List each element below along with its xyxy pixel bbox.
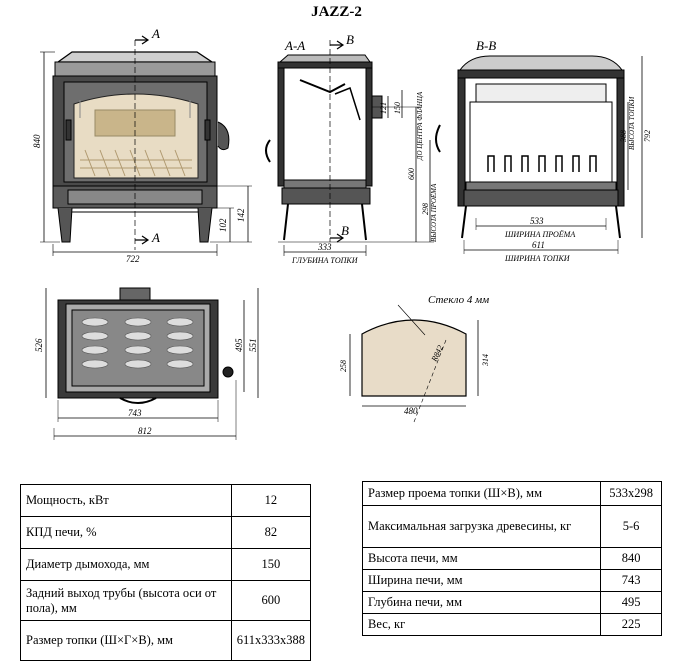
dim-388-note: ВЫСОТА ТОПКИ (628, 96, 636, 150)
section-aa-label: А-А (284, 38, 305, 53)
dim-743: 743 (128, 408, 142, 418)
dim-812: 812 (138, 426, 152, 436)
table-row: Вес, кг 225 (361, 613, 662, 636)
dim-150: 150 (393, 102, 402, 114)
section-mark-a-top: А (151, 26, 160, 41)
spec-name: Ширина печи, мм (361, 569, 602, 592)
dim-495: 495 (234, 338, 244, 352)
spec-value: 82 (230, 516, 312, 549)
table-row: Высота печи, мм 840 (361, 547, 662, 570)
dim-840: 840 (32, 134, 42, 148)
section-mark-a-bottom: А (151, 230, 160, 245)
spec-name: Размер проема топки (Ш×В), мм (361, 481, 602, 506)
spec-value: 5-6 (600, 505, 662, 548)
table-row: Размер проема топки (Ш×В), мм 533x298 (361, 481, 662, 506)
section-aa-view (265, 40, 434, 256)
dim-611: 611 (532, 240, 545, 250)
table-row: Диаметр дымохода, мм 150 (20, 548, 312, 581)
spec-name: Диаметр дымохода, мм (20, 548, 232, 581)
table-row: Максимальная загрузка древесины, кг 5-6 (361, 505, 662, 548)
spec-value: 225 (600, 613, 662, 636)
dim-388: 388 (619, 130, 628, 143)
dim-526: 526 (34, 338, 44, 352)
dim-600: 600 (407, 168, 416, 180)
table-row: Мощность, кВт 12 (20, 484, 312, 517)
table-row: КПД печи, % 82 (20, 516, 312, 549)
dim-551: 551 (248, 339, 258, 353)
dim-298: 298 (421, 203, 430, 215)
section-bb-view (435, 55, 643, 254)
dim-600-note: ДО ЦЕНТРА ФЛАНЦА (416, 91, 424, 161)
dim-298-note: ВЫСОТА ПРОЁМА (430, 183, 438, 242)
spec-value: 840 (600, 547, 662, 570)
dim-142: 142 (236, 208, 246, 222)
dim-792: 792 (643, 130, 652, 142)
spec-value: 600 (230, 580, 312, 621)
dim-258: 258 (339, 360, 348, 372)
dim-333-note: ГЛУБИНА ТОПКИ (291, 256, 359, 265)
table-row: Глубина печи, мм 495 (361, 591, 662, 614)
spec-value: 495 (600, 591, 662, 614)
glass-view (349, 304, 479, 423)
glass-label: Стекло 4 мм (428, 294, 489, 306)
spec-name: Глубина печи, мм (361, 591, 602, 614)
dim-611-note: ШИРИНА ТОПКИ (504, 254, 571, 263)
section-mark-b-top: В (346, 32, 354, 47)
spec-name: Задний выход трубы (высота оси от пола),… (20, 580, 232, 621)
dim-333: 333 (317, 242, 332, 252)
section-mark-b-bottom: В (341, 223, 349, 238)
dim-533-note: ШИРИНА ПРОЁМА (504, 230, 575, 239)
dim-102: 102 (218, 218, 228, 232)
table-row: Ширина печи, мм 743 (361, 569, 662, 592)
specs-table-right: Размер проема топки (Ш×В), мм 533x298 Ма… (361, 481, 662, 636)
specs-table-left: Мощность, кВт 12 КПД печи, % 82 Диаметр … (20, 484, 312, 661)
spec-value: 743 (600, 569, 662, 592)
dim-121: 121 (379, 102, 388, 114)
front-view (40, 35, 252, 256)
spec-name: Размер топки (Ш×Г×В), мм (20, 620, 232, 661)
top-view (45, 287, 259, 440)
dim-722: 722 (126, 254, 140, 264)
spec-value: 12 (230, 484, 312, 517)
spec-value: 611x333x388 (230, 620, 312, 661)
dim-314: 314 (481, 354, 490, 367)
spec-name: Высота печи, мм (361, 547, 602, 570)
dim-480: 480 (404, 406, 418, 416)
dim-533: 533 (530, 216, 544, 226)
table-row: Задний выход трубы (высота оси от пола),… (20, 580, 312, 621)
spec-value: 150 (230, 548, 312, 581)
spec-name: КПД печи, % (20, 516, 232, 549)
spec-name: Вес, кг (361, 613, 602, 636)
section-bb-label: В-В (476, 38, 496, 53)
spec-value: 533x298 (600, 481, 662, 506)
spec-name: Максимальная загрузка древесины, кг (361, 505, 602, 548)
table-row: Размер топки (Ш×Г×В), мм 611x333x388 (20, 620, 312, 661)
spec-name: Мощность, кВт (20, 484, 232, 517)
page-title: JAZZ-2 (311, 4, 362, 20)
